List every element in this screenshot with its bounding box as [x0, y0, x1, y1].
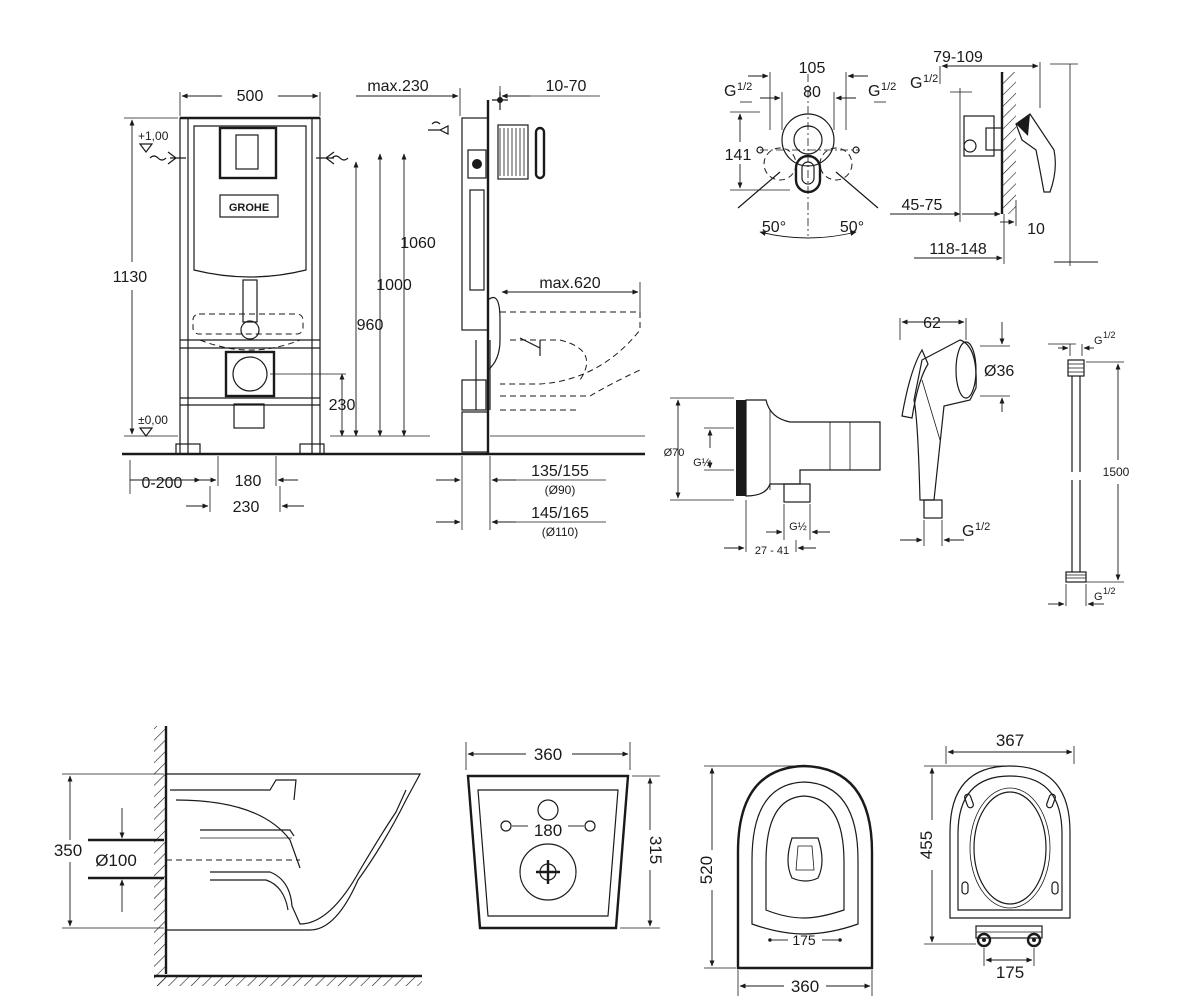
- dim-27-41: 27 - 41: [755, 545, 789, 557]
- dim-back-height-315: 315: [646, 836, 665, 864]
- dim-depth-135-155: 135/155: [531, 463, 589, 480]
- hygienic-hand-spray: [901, 339, 977, 519]
- dim-pipe-90: (Ø90): [545, 483, 576, 497]
- thread-side-frac: 1/2: [923, 73, 938, 85]
- spray-thread-frac: 1/2: [975, 521, 990, 533]
- side-view-dimensions: max.230 10-70 max.620 135/155 (Ø90) 145/…: [356, 78, 641, 539]
- hose-thread-bottom: G: [1094, 591, 1103, 603]
- dim-79-109: 79-109: [933, 49, 983, 66]
- elbow-thread-in: G½: [693, 457, 711, 469]
- angle-right: 50°: [840, 219, 864, 236]
- dim-elbow-70: Ø70: [664, 447, 685, 459]
- dim-depth-145-165: 145/165: [531, 505, 589, 522]
- mixer-front-view: [737, 74, 879, 236]
- installation-frame-front-view: GROHE: [122, 116, 645, 456]
- level-top-label: +1,00: [138, 129, 169, 143]
- dim-back-width-360: 360: [534, 745, 562, 764]
- dim-frame-height: 1130: [113, 269, 148, 286]
- shower-hose: [1065, 359, 1087, 583]
- dim-height-1000: 1000: [376, 277, 412, 294]
- dim-seat-length-455: 455: [917, 831, 936, 859]
- dim-top-width-360: 360: [791, 977, 819, 996]
- dim-seat-175: 175: [996, 963, 1024, 982]
- dim-height-1060: 1060: [400, 235, 436, 252]
- thread-side: G: [910, 75, 922, 92]
- dim-depth-10-70: 10-70: [546, 78, 587, 95]
- dim-height-960: 960: [357, 317, 384, 334]
- dim-10: 10: [1027, 221, 1045, 238]
- frame-dimensions: 500 1130 +1,00 ±0,00 1060 1000 960 230 0…: [113, 88, 436, 516]
- bowl-back-dimensions: 360 180 315: [465, 742, 665, 929]
- dim-max-230: max.230: [367, 78, 428, 95]
- dim-105: 105: [799, 60, 826, 77]
- dim-wall-range: 0-200: [142, 475, 183, 492]
- dim-width-180: 180: [235, 473, 262, 490]
- dim-45-75: 45-75: [902, 197, 943, 214]
- hose-thread-top-frac: 1/2: [1103, 330, 1116, 340]
- mixer-side-dimensions: 79-109 G 1/2 45-75 10 118-148: [890, 49, 1098, 266]
- dim-seat-width-367: 367: [996, 731, 1024, 750]
- installation-side-view: [461, 92, 645, 454]
- spray-thread: G: [962, 523, 974, 540]
- dim-top-175: 175: [792, 932, 816, 948]
- bowl-side-dimensions: 350 Ø100: [54, 773, 164, 929]
- dim-141: 141: [725, 147, 752, 164]
- toilet-seat-top-view: [949, 765, 1071, 948]
- mixer-front-dimensions: 105 80 G 1/2 G 1/2 141 50° 50°: [724, 60, 896, 239]
- hose-thread-top: G: [1094, 335, 1103, 347]
- dim-frame-width: 500: [237, 88, 264, 105]
- wall-elbow-dimensions: Ø70 G½ G½ 27 - 41: [664, 397, 830, 557]
- bowl-top-dimensions: 520 175 360: [697, 765, 873, 996]
- seat-dimensions: 367 455 175: [917, 731, 1075, 982]
- dim-hose-1500: 1500: [1103, 465, 1130, 479]
- wc-bowl-back-view: [466, 774, 630, 930]
- hose-thread-bottom-frac: 1/2: [1103, 586, 1116, 596]
- wc-bowl-top-view: [736, 764, 874, 970]
- dim-spray-62: 62: [923, 315, 941, 332]
- hand-spray-dimensions: 62 Ø36 G 1/2: [899, 315, 1014, 546]
- dim-bowl-height-350: 350: [54, 841, 82, 860]
- dim-back-180: 180: [534, 821, 562, 840]
- hose-dimensions: G 1/2 1500 G 1/2: [1048, 330, 1130, 607]
- elbow-thread-out: G½: [789, 521, 807, 533]
- dim-top-length-520: 520: [697, 856, 716, 884]
- level-floor-label: ±0,00: [138, 413, 168, 427]
- thread-right: G: [868, 83, 880, 100]
- angle-left: 50°: [762, 219, 786, 236]
- dim-height-230: 230: [329, 397, 356, 414]
- wall-elbow-connector: [736, 399, 881, 503]
- dim-80: 80: [803, 84, 821, 101]
- dim-max-620: max.620: [539, 275, 600, 292]
- dim-pipe-110: (Ø110): [542, 525, 578, 539]
- thread-left-frac: 1/2: [737, 81, 752, 93]
- mixer-side-view: [963, 72, 1056, 214]
- wc-bowl-side-section: [154, 726, 422, 986]
- thread-right-frac: 1/2: [881, 81, 896, 93]
- brand-logo: GROHE: [229, 202, 269, 214]
- dim-spray-36: Ø36: [984, 363, 1014, 380]
- dim-118-148: 118-148: [929, 241, 987, 258]
- thread-left: G: [724, 83, 736, 100]
- dim-pipe-100: Ø100: [95, 851, 137, 870]
- dim-width-230: 230: [233, 499, 260, 516]
